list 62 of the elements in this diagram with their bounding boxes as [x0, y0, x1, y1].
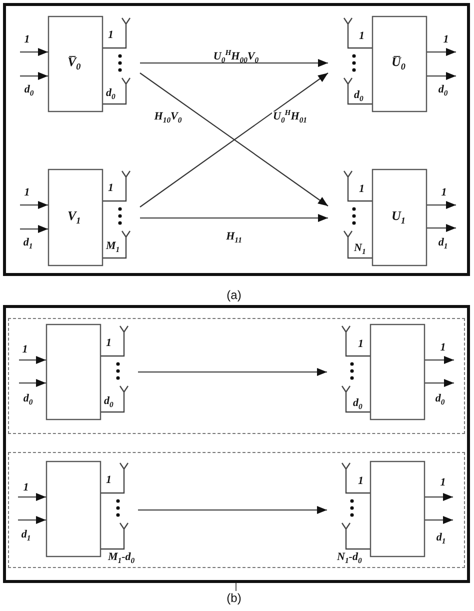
arrow [427, 48, 456, 56]
edge-label: 1 [21, 344, 29, 356]
antenna-label: d$_{0}$ [106, 88, 116, 99]
antenna-label: N$_{1}$-d$_{0}$ [337, 552, 362, 563]
panel-caption: (b) [226, 591, 242, 605]
block-label: V$_{1}$ [68, 208, 81, 222]
edge-label: d$_{0}$ [437, 84, 449, 96]
antenna-label: 1 [359, 184, 364, 195]
antenna-label: 1 [358, 339, 364, 350]
arrow [18, 493, 46, 501]
arrow [425, 493, 453, 501]
arrow [138, 368, 327, 376]
arrow [427, 72, 456, 80]
edge-label: 1 [440, 188, 448, 198]
edge-label: H$_{11}$ [225, 232, 243, 242]
antenna-label: d$_{0}$ [354, 90, 364, 101]
antenna-label: M$_{1}$-d$_{0}$ [108, 552, 135, 563]
antenna-label: 1 [108, 183, 114, 194]
arrow [427, 201, 456, 209]
panel-caption: (a) [226, 288, 242, 302]
arrow [427, 224, 456, 232]
edge-label: d$_{0}$ [434, 394, 446, 404]
edge-label: d$_{1}$ [437, 238, 449, 248]
edge-label: d$_{1}$ [22, 238, 34, 248]
block-label: U$_{1}$ [392, 208, 406, 222]
antenna-label: d$_{0}$ [104, 396, 114, 407]
antenna-label: N$_{1}$ [354, 243, 366, 254]
edge-label: 1 [23, 34, 31, 46]
arrow [425, 356, 454, 364]
arrow [19, 379, 46, 387]
antenna-label: d$_{0}$ [353, 398, 362, 409]
edge-label: d$_{1}$ [20, 530, 32, 540]
arrow [20, 48, 48, 56]
edge-label: 1 [23, 188, 31, 198]
block-label: U̅$_{0}$ [392, 55, 406, 68]
arrow [425, 516, 453, 524]
arrow [138, 506, 327, 514]
antenna-label: 1 [106, 475, 112, 486]
antenna-label: 1 [359, 31, 364, 42]
edge-label: d$_{1}$ [435, 532, 447, 544]
arrow [19, 356, 46, 364]
arrow [140, 214, 328, 222]
edge-label: d$_{0}$ [22, 394, 34, 404]
block-label: V̅$_{0}$ [68, 55, 81, 68]
arrow [20, 201, 48, 209]
antenna-label: M$_{1}$ [106, 241, 120, 252]
arrow [18, 516, 46, 524]
edge-label: 1 [442, 34, 450, 46]
antenna-label: 1 [108, 30, 114, 41]
antenna-label: 1 [358, 476, 364, 487]
edge-label: U$_{0}$$^{H}$H$_{00}$V$_{0}$ [212, 52, 260, 62]
edge-label: 1 [439, 478, 447, 488]
edge-label: 1 [22, 482, 30, 494]
arrow [425, 379, 454, 387]
edge-label: H$_{10}$V$_{0}$ [153, 112, 183, 122]
edge-label: 1 [439, 342, 447, 354]
arrow [20, 72, 48, 80]
antenna-label: 1 [106, 338, 112, 349]
edge-label: U$_{0}$$^{H}$H$_{01}$ [272, 112, 308, 122]
arrow [20, 225, 48, 233]
arrow [140, 59, 328, 67]
edge-label: d$_{0}$ [23, 84, 35, 96]
